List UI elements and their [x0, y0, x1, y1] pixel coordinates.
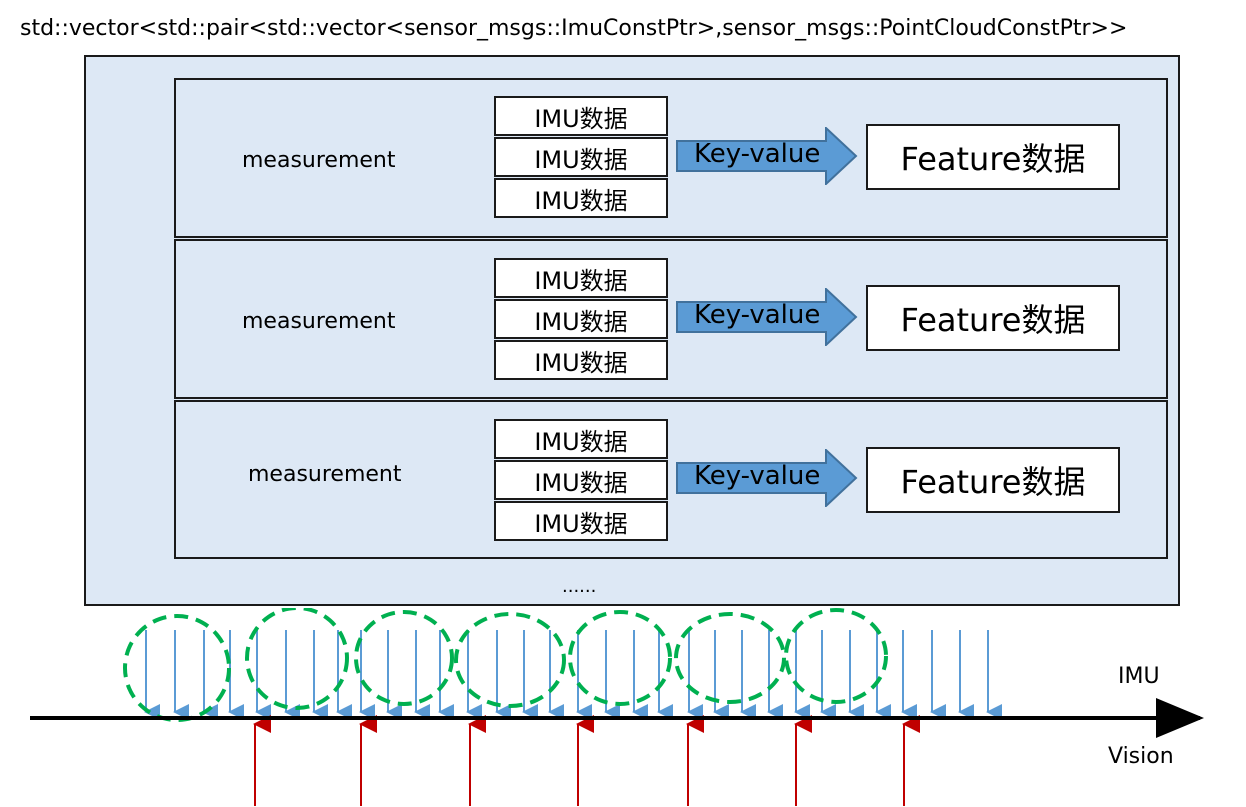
imu-data-cell: IMU数据	[494, 178, 668, 218]
feature-data-box-3: Feature数据	[866, 447, 1120, 513]
imu-data-cell: IMU数据	[494, 96, 668, 136]
imu-stack-2: IMU数据 IMU数据 IMU数据	[494, 258, 668, 381]
key-value-arrow-2: Key-value	[676, 286, 858, 348]
imu-stack-1: IMU数据 IMU数据 IMU数据	[494, 96, 668, 219]
imu-axis-label: IMU	[1118, 664, 1160, 689]
imu-data-cell: IMU数据	[494, 137, 668, 177]
imu-group-circle	[245, 608, 349, 710]
right-arrow-icon	[676, 286, 858, 348]
right-arrow-icon	[676, 125, 858, 187]
feature-data-box-1: Feature数据	[866, 124, 1120, 190]
key-value-label: Key-value	[694, 300, 821, 330]
imu-group-circle	[354, 610, 454, 706]
measurement-label: measurement	[248, 462, 402, 487]
vision-axis-label: Vision	[1108, 744, 1174, 769]
imu-data-cell: IMU数据	[494, 460, 668, 500]
diagram-title: std::vector<std::pair<std::vector<sensor…	[20, 16, 1128, 41]
measurement-label: measurement	[242, 309, 396, 334]
imu-stack-3: IMU数据 IMU数据 IMU数据	[494, 419, 668, 542]
imu-group-circle	[568, 610, 672, 706]
feature-data-box-2: Feature数据	[866, 285, 1120, 351]
imu-group-circle	[123, 614, 231, 722]
imu-group-circle	[674, 612, 786, 704]
imu-arrow-group	[144, 630, 1002, 720]
imu-vision-timeline	[30, 608, 1204, 806]
imu-data-cell: IMU数据	[494, 340, 668, 380]
group-circle-set	[123, 608, 888, 722]
imu-group-circle	[784, 608, 888, 704]
key-value-arrow-1: Key-value	[676, 125, 858, 187]
right-arrow-icon	[676, 447, 858, 509]
imu-data-cell: IMU数据	[494, 501, 668, 541]
key-value-label: Key-value	[694, 139, 821, 169]
key-value-arrow-3: Key-value	[676, 447, 858, 509]
imu-data-cell: IMU数据	[494, 419, 668, 459]
imu-group-circle	[454, 612, 566, 708]
imu-data-cell: IMU数据	[494, 299, 668, 339]
key-value-label: Key-value	[694, 461, 821, 491]
vision-arrow-group	[253, 715, 920, 806]
measurement-label: measurement	[242, 148, 396, 173]
imu-data-cell: IMU数据	[494, 258, 668, 298]
more-items-ellipsis: ......	[562, 576, 597, 597]
